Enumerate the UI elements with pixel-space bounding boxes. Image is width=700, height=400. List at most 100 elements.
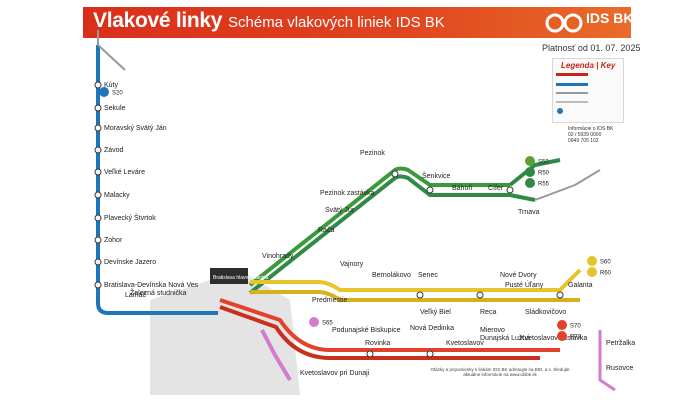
label-djazero: Devínske Jazero: [104, 259, 156, 266]
label-puste-ulany: Pusté Úľany: [505, 280, 544, 289]
badge-r50: [525, 167, 535, 177]
label-raca: Rača: [318, 227, 334, 234]
stop-senkvice: [426, 186, 434, 194]
legend-stop-marker: [557, 108, 563, 114]
stop-djazero: [94, 258, 102, 266]
badge-s50: [525, 156, 535, 166]
stop-vlevare: [94, 168, 102, 176]
label-kvetoslavov-pri-dunaji: Kvetoslavov pri Dunaji: [300, 370, 370, 377]
label-sekule: Sekule: [104, 105, 126, 112]
stop-zohor: [94, 236, 102, 244]
line-r55: [508, 158, 561, 187]
badge-label-r70: R70: [570, 335, 582, 341]
label-kvetoslavov-zast: Kvetoslavov zastávka: [520, 335, 587, 342]
city-area: [150, 270, 300, 395]
legend-swatches: [556, 73, 588, 114]
footer-note: Otázky a pripomienky k linkám IDS BK adr…: [430, 367, 570, 377]
line-s50: [248, 166, 510, 287]
label-zavod: Závod: [104, 147, 124, 154]
legend-swatch-blue: [556, 83, 588, 86]
branch-north: [97, 30, 126, 71]
header-banner: [83, 7, 631, 38]
label-cifer: Cífer: [488, 185, 504, 192]
stop-cifer: [506, 186, 514, 194]
legend-title-en: Key: [600, 61, 616, 70]
label-trnava: Trnava: [518, 209, 540, 216]
label-rovinka: Rovinka: [365, 340, 390, 347]
label-dnves: Bratislava-Devínska Nová Ves: [104, 282, 199, 289]
label-pbiskupice: Podunajské Biskupice: [332, 327, 401, 334]
badge-label-r50: R50: [538, 171, 550, 177]
line-r50: [248, 174, 536, 295]
info-line-1: Informácie o IDS BK: [568, 126, 614, 132]
badge-label-s50: S50: [538, 160, 549, 166]
legend-swatch-red: [556, 73, 588, 76]
badge-s60: [587, 256, 597, 266]
label-pstvrtok: Plavecký Štvrtok: [104, 213, 156, 222]
label-nove-dvory: Nové Dvory: [500, 272, 537, 279]
stop-reca: [476, 291, 484, 299]
page-title: Vlakové linky: [93, 9, 223, 32]
brand-logo-text: IDS BK: [586, 10, 634, 26]
stop-dnves: [94, 281, 102, 289]
badge-s65: [309, 317, 319, 327]
label-petrzalka: Petržalka: [606, 340, 635, 347]
legend-title: Legenda | Key: [561, 61, 616, 70]
badge-label-s65: S65: [322, 321, 333, 327]
label-bernolakovo: Bernolákovo: [372, 272, 411, 279]
stop-malacky: [94, 191, 102, 199]
label-senec: Senec: [418, 272, 438, 279]
badge-label-s20: S20: [112, 91, 123, 97]
badge-s70: [557, 320, 567, 330]
label-main-station: Bratislava hlavná stanica: [213, 275, 269, 281]
label-galanta: Galanta: [568, 282, 593, 289]
label-zstudnicka: Železná studnička: [130, 288, 187, 297]
label-kvetoslavov: Kvetoslavov: [446, 340, 484, 347]
label-vlevare: Veľké Leváre: [104, 169, 145, 176]
label-pezinok: Pezinok: [360, 150, 385, 157]
main-station-box: [210, 268, 248, 284]
line-s70: [219, 298, 560, 352]
label-vbiel: Veľký Biel: [420, 309, 451, 316]
badge-s20: [99, 87, 109, 97]
label-rusovce: Rusovce: [606, 365, 633, 372]
legend-box: [552, 58, 624, 123]
label-bahon: Báhoň: [452, 185, 472, 192]
stop-sekule: [94, 104, 102, 112]
stop-galanta: [556, 291, 564, 299]
info-block: Informácie o IDS BK 02 / 5939 0000 0949 …: [568, 126, 613, 144]
label-sladkovicovo: Sládkovičovo: [525, 309, 566, 316]
badge-label-s70: S70: [570, 324, 581, 330]
stop-rovinka: [366, 350, 374, 358]
label-mjan: Moravský Svätý Ján: [104, 125, 167, 132]
line-s65: [260, 329, 292, 382]
branch-trnava: [534, 169, 601, 201]
label-vinohrady: Vinohrady: [262, 253, 294, 260]
badge-label-r60: R60: [600, 271, 612, 277]
line-s65-east: [598, 330, 616, 392]
label-pezinok-zast: Pezinok zastávka: [320, 190, 375, 197]
badge-r55: [525, 178, 535, 188]
info-line-3: 0949 705 102: [568, 138, 599, 144]
label-senkvice: Šenkvice: [422, 171, 451, 180]
label-zohor: Zohor: [104, 237, 123, 244]
stop-zavod: [94, 146, 102, 154]
label-ndedinka: Nová Dedinka: [410, 325, 454, 332]
label-lamac: Lamač: [125, 292, 147, 299]
badge-r60: [587, 267, 597, 277]
line-r70: [219, 305, 540, 360]
legend-swatch-grey: [556, 92, 588, 94]
stop-mjan: [94, 124, 102, 132]
legend-title-sk: Legenda: [561, 61, 594, 70]
line-r60: [250, 290, 580, 302]
stop-kvetoslavov: [426, 350, 434, 358]
label-svjur: Svätý Jur: [325, 207, 355, 214]
label-mierovo: Mierovo: [480, 327, 505, 334]
line-s20: [96, 45, 218, 315]
badge-r70: [557, 331, 567, 341]
page-subtitle: Schéma vlakových liniek IDS BK: [228, 14, 445, 31]
stop-kuty: [94, 81, 102, 89]
